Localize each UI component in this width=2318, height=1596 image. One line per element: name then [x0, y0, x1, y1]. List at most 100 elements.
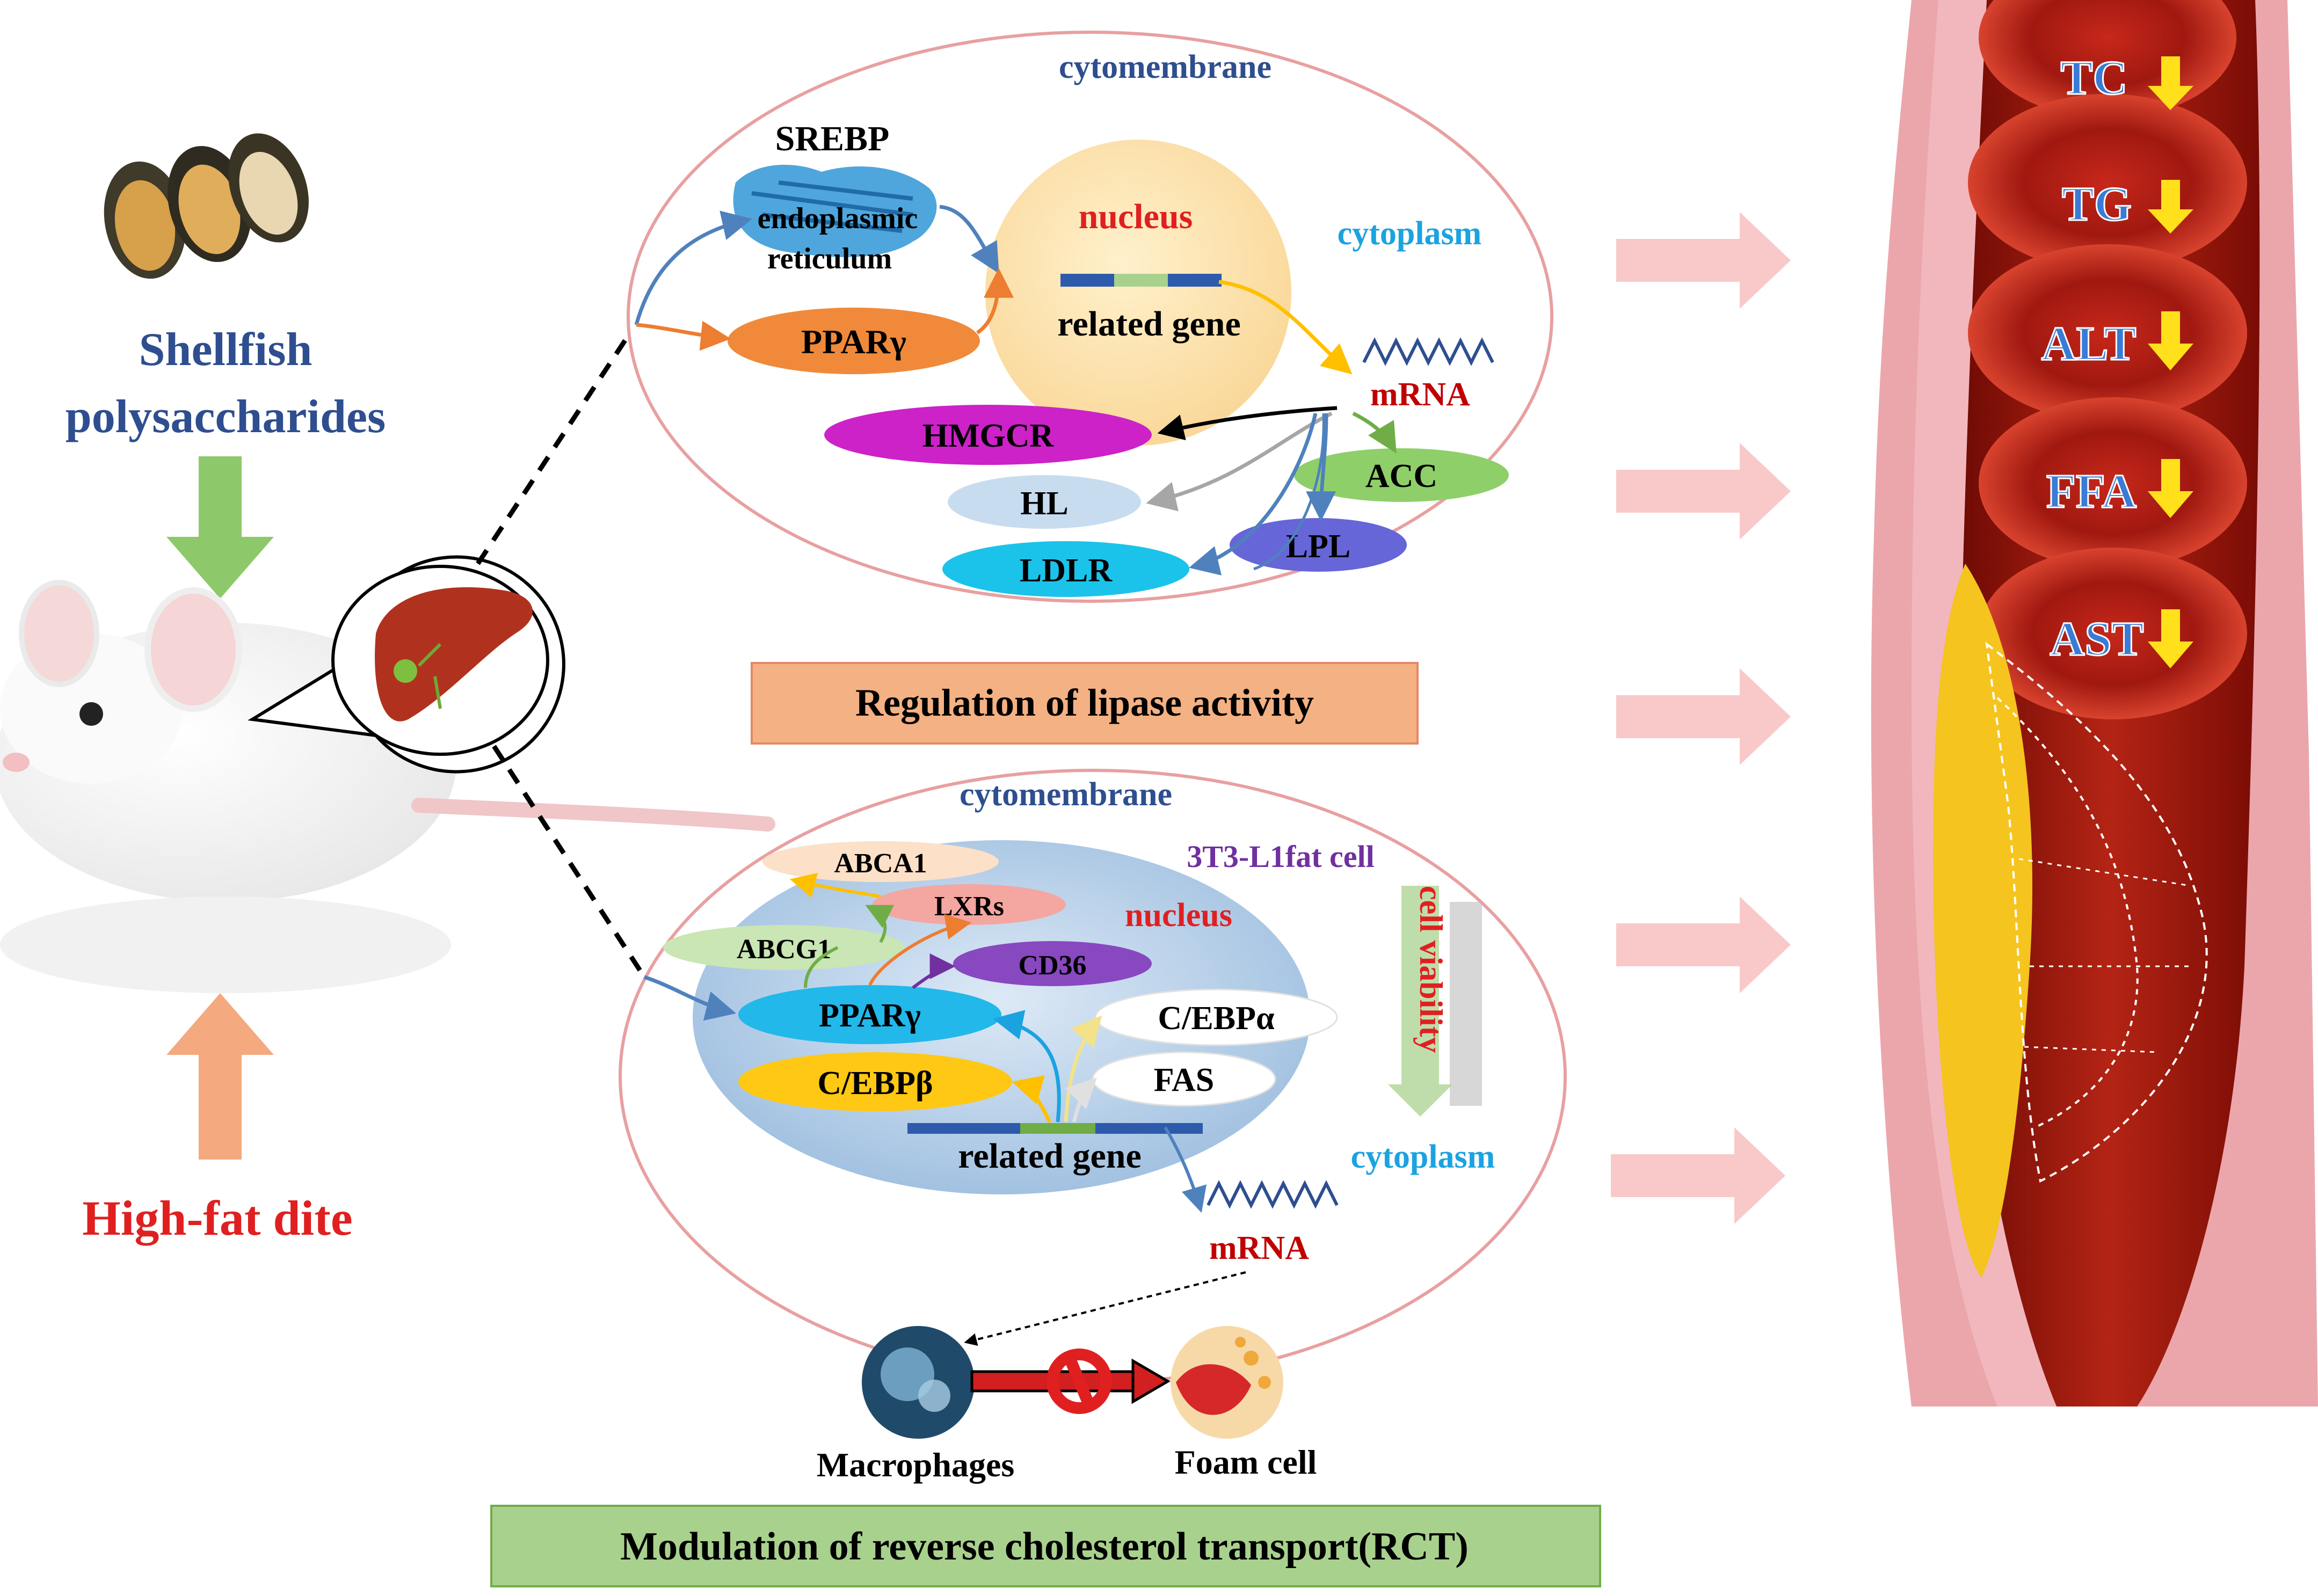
- cebpa-label: C/EBPα: [1158, 1000, 1274, 1037]
- rct-box: [490, 1505, 1601, 1587]
- bottom-mrna-wave: [1207, 1180, 1339, 1209]
- arrow-gene-to-cebpb: [1012, 1075, 1052, 1123]
- top-nucleus: [985, 140, 1291, 446]
- arrow-pparg-to-lxrs: [868, 914, 972, 986]
- arrow-pparg-to-abcg1: [804, 946, 839, 988]
- ldlr-label: LDLR: [1020, 552, 1113, 589]
- top-cytoplasm-label: cytoplasm: [1338, 215, 1482, 252]
- regulation-box: [751, 662, 1419, 745]
- top-cytomembrane-label: cytomembrane: [1059, 49, 1271, 85]
- cell-viability-label: cell viability: [1413, 886, 1449, 1053]
- abcg1-oval: [663, 925, 905, 970]
- inhibition-arrow-head: [1131, 1358, 1171, 1404]
- shellfish-label-line2: polysaccharides: [66, 391, 386, 443]
- bottom-cytomembrane-label: cytomembrane: [960, 776, 1172, 813]
- acc-oval: [1294, 448, 1509, 502]
- fat-cell-label: 3T3-L1fat cell: [1187, 839, 1375, 874]
- arrow-mrna-to-ldlr: [1189, 413, 1318, 575]
- pink-arrow-4: [1616, 897, 1791, 993]
- arrow-mrna-to-acc: [1352, 411, 1397, 454]
- marker-tc-label: TC: [2060, 52, 2127, 105]
- lxrs-oval: [873, 884, 1066, 925]
- abcg1-label: ABCG1: [737, 934, 831, 965]
- foam-cell-label: Foam cell: [1175, 1443, 1317, 1481]
- green-down-arrow: [166, 456, 274, 599]
- marker-ffa-label: FFA: [2046, 465, 2137, 518]
- srebp-label: SREBP: [775, 119, 890, 158]
- top-related-gene-label: related gene: [1057, 304, 1241, 344]
- top-pparg-oval: [728, 308, 980, 374]
- top-mrna-label: mRNA: [1370, 376, 1470, 413]
- arrow-pparg-to-cd36: [912, 953, 956, 989]
- arrow-mrna-to-hmgcr: [1157, 406, 1338, 441]
- pink-arrow-1: [1616, 212, 1791, 309]
- cebpb-oval: [738, 1052, 1012, 1111]
- marker-alt-down-arrow: [2148, 311, 2193, 370]
- pink-arrow-5: [1611, 1127, 1785, 1224]
- marker-alt-label: ALT: [2041, 317, 2137, 370]
- orange-up-arrow: [166, 993, 274, 1160]
- shellfish-label-line1: Shellfish: [139, 324, 313, 376]
- marker-tg-label: TG: [2062, 178, 2132, 231]
- lpl-label: LPL: [1286, 528, 1351, 565]
- hl-label: HL: [1020, 485, 1069, 522]
- fas-label: FAS: [1154, 1062, 1215, 1098]
- bottom-pparg-oval: [738, 985, 1001, 1044]
- hmgcr-label: HMGCR: [922, 418, 1055, 454]
- arrow-abcg1-to-lxrs: [865, 905, 895, 943]
- shellfish-image: [104, 133, 309, 279]
- bottom-gene-bar: [907, 1123, 1203, 1134]
- hmgcr-oval: [824, 405, 1152, 465]
- mouse-image: [0, 580, 775, 993]
- macrophages-label: Macrophages: [817, 1446, 1015, 1484]
- arrow-to-pparg: [636, 320, 731, 351]
- pink-arrows: [1611, 212, 1791, 1224]
- vessel-markers: TC TG ALT FFA AST: [2040, 51, 2193, 668]
- marker-tg-down-arrow: [2148, 180, 2193, 234]
- top-nucleus-label: nucleus: [1079, 197, 1193, 236]
- bottom-cytoplasm-label: cytoplasm: [1351, 1139, 1495, 1175]
- dashed-connector-bottom: [492, 745, 646, 979]
- marker-ast-label: AST: [2050, 613, 2143, 666]
- highfat-label: High-fat dite: [82, 1191, 352, 1245]
- arrow-gene-to-pparg: [993, 1010, 1061, 1123]
- cd36-label: CD36: [1018, 950, 1086, 981]
- marker-ffa-down-arrow: [2148, 459, 2193, 518]
- arrow-er-to-nucleus: [939, 205, 999, 274]
- top-gene-bar: [1060, 274, 1222, 287]
- cell-viability-shadow: [1450, 902, 1482, 1106]
- arrow-gene-to-mrna: [1218, 280, 1353, 375]
- acc-label: ACC: [1365, 458, 1437, 494]
- abca1-oval: [762, 841, 999, 882]
- cebpb-label: C/EBPβ: [817, 1065, 933, 1102]
- cell-viability-arrow: [1388, 886, 1452, 1117]
- ldlr-oval: [942, 541, 1189, 597]
- atherosclerotic-plaque: [1933, 564, 2208, 1278]
- arrow-mrna-to-ldlr-2: [1253, 413, 1325, 571]
- pink-arrow-3: [1616, 668, 1791, 765]
- bottom-related-gene-label: related gene: [958, 1136, 1142, 1176]
- arrow-mrna-to-hl: [1146, 411, 1333, 512]
- top-pparg-label: PPARγ: [801, 323, 906, 361]
- regulation-box-label: Regulation of lipase activity: [855, 681, 1314, 724]
- dashed-connector-top: [476, 326, 636, 565]
- rct-box-label: Modulation of reverse cholesterol transp…: [620, 1525, 1469, 1569]
- endoplasmic-reticulum-icon: [733, 164, 937, 257]
- arrow-mrna-to-lpl: [1306, 413, 1336, 522]
- bottom-pparg-label: PPARγ: [819, 997, 921, 1034]
- arrow-to-bottom-pparg: [643, 975, 736, 1021]
- inhibition-symbol: [1047, 1349, 1112, 1414]
- pink-arrow-2: [1616, 443, 1791, 540]
- er-label-line1: endoplasmic: [758, 202, 918, 235]
- arrow-lxrs-to-abca1: [789, 873, 881, 898]
- arrow-gene-to-fas: [1065, 1077, 1097, 1123]
- hl-oval: [948, 475, 1141, 529]
- bottom-mrna-label: mRNA: [1209, 1230, 1309, 1266]
- arrow-gene-to-mrna-bottom: [1164, 1126, 1207, 1213]
- top-mrna-wave: [1362, 337, 1494, 366]
- bottom-nucleus-label: nucleus: [1125, 897, 1232, 934]
- liver-icon: [375, 587, 533, 722]
- cd36-oval: [953, 941, 1152, 986]
